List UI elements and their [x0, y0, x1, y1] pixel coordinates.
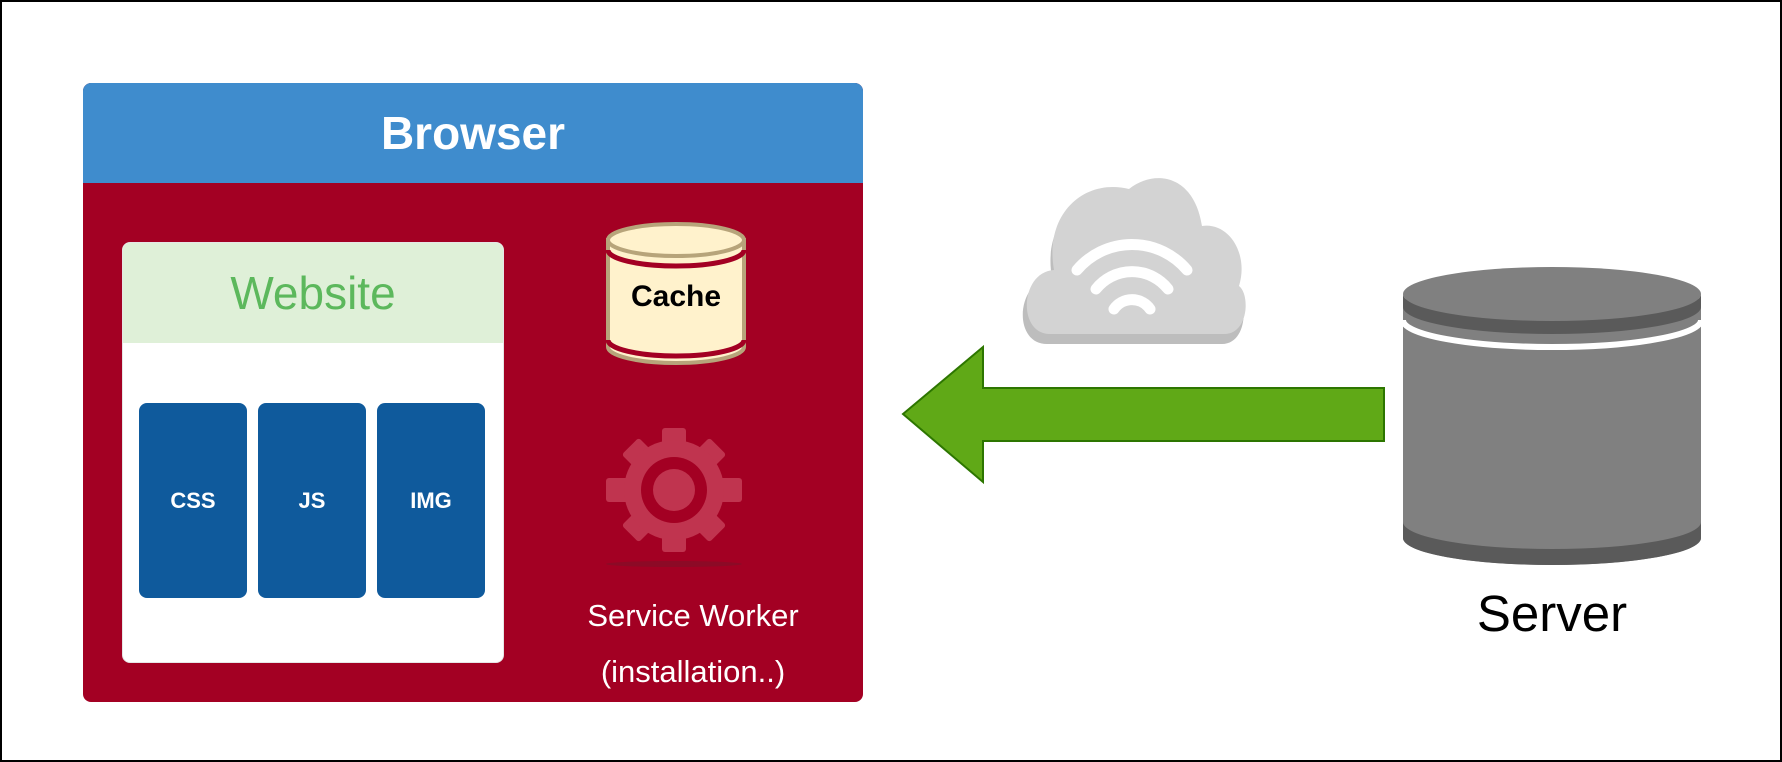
- website-box: Website CSS JS IMG: [122, 242, 504, 663]
- server-label: Server: [1476, 585, 1628, 642]
- asset-js: JS: [258, 403, 366, 598]
- asset-css: CSS: [139, 403, 247, 598]
- wifi-cloud-icon: [1022, 178, 1246, 344]
- cache-cylinder-icon: [605, 222, 747, 365]
- cache-label: Cache: [630, 280, 722, 313]
- browser-title: Browser: [83, 83, 863, 183]
- asset-img: IMG: [377, 403, 485, 598]
- gear-icon: [606, 428, 742, 567]
- website-title: Website: [123, 243, 503, 343]
- transfer-arrow: [901, 344, 1385, 485]
- database-cylinder-icon: [1400, 267, 1704, 565]
- browser-box: Browser Website CSS JS IMG Cache: [83, 83, 863, 702]
- service-worker-status: (installation..): [600, 654, 786, 689]
- cache-cylinder: Cache: [604, 222, 748, 367]
- service-worker-gear: [606, 428, 742, 568]
- service-worker-label: Service Worker: [587, 598, 799, 633]
